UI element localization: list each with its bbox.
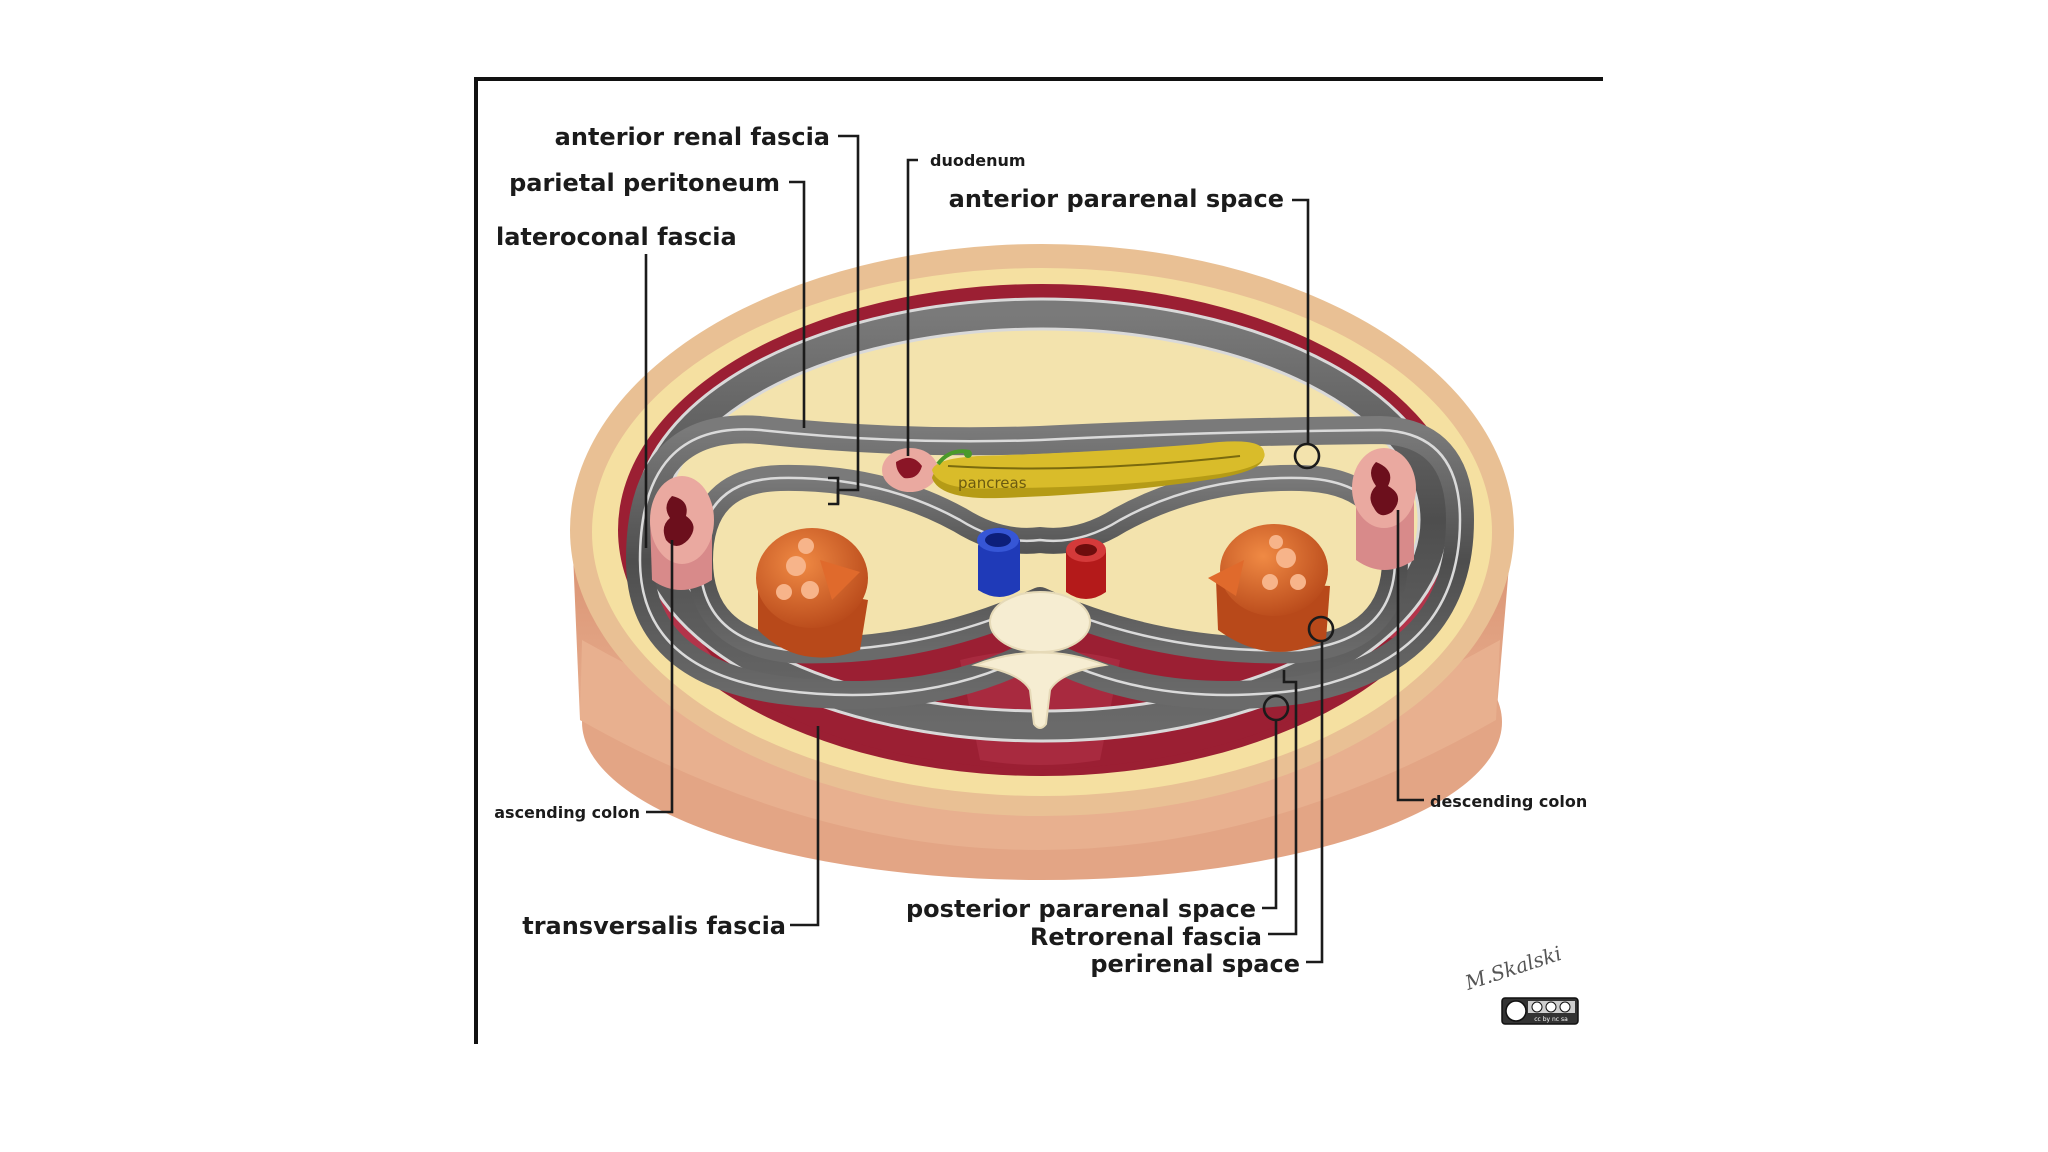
svg-text:M.Skalski: M.Skalski: [1461, 941, 1564, 995]
duodenum: [882, 448, 938, 492]
vertebra: [971, 591, 1109, 729]
label-transversalis-fascia: transversalis fascia: [522, 912, 786, 940]
labels: anterior renal fascia parietal peritoneu…: [494, 123, 1587, 978]
label-ascending-colon: ascending colon: [494, 803, 640, 822]
figure-frame: [474, 77, 1603, 1044]
aorta: [1066, 538, 1106, 599]
left-kidney: [1208, 524, 1330, 652]
label-perirenal-space: perirenal space: [1090, 950, 1300, 978]
cc-license-text: cc by nc sa: [1534, 1016, 1568, 1023]
pancreas: pancreas: [932, 441, 1265, 499]
cc-license-badge: cc by nc sa: [1501, 997, 1579, 1025]
pancreas-label: pancreas: [958, 474, 1027, 492]
author-signature: M.Skalski: [1461, 941, 1564, 995]
descending-colon: [1352, 448, 1416, 570]
parietal-peritoneum-band: [626, 415, 1474, 709]
label-anterior-renal-fascia: anterior renal fascia: [555, 123, 830, 151]
label-lateroconal-fascia: lateroconal fascia: [496, 223, 737, 251]
ascending-colon: [650, 476, 714, 590]
label-duodenum: duodenum: [930, 151, 1026, 170]
ivc: [977, 527, 1020, 597]
label-parietal-peritoneum: parietal peritoneum: [509, 169, 780, 197]
label-anterior-pararenal-space: anterior pararenal space: [949, 185, 1284, 213]
label-posterior-pararenal-space: posterior pararenal space: [906, 895, 1256, 923]
label-descending-colon: descending colon: [1430, 792, 1587, 811]
leader-lines: [644, 134, 1424, 964]
label-retrorenal-fascia: Retrorenal fascia: [1030, 923, 1262, 951]
right-kidney: [756, 528, 868, 658]
